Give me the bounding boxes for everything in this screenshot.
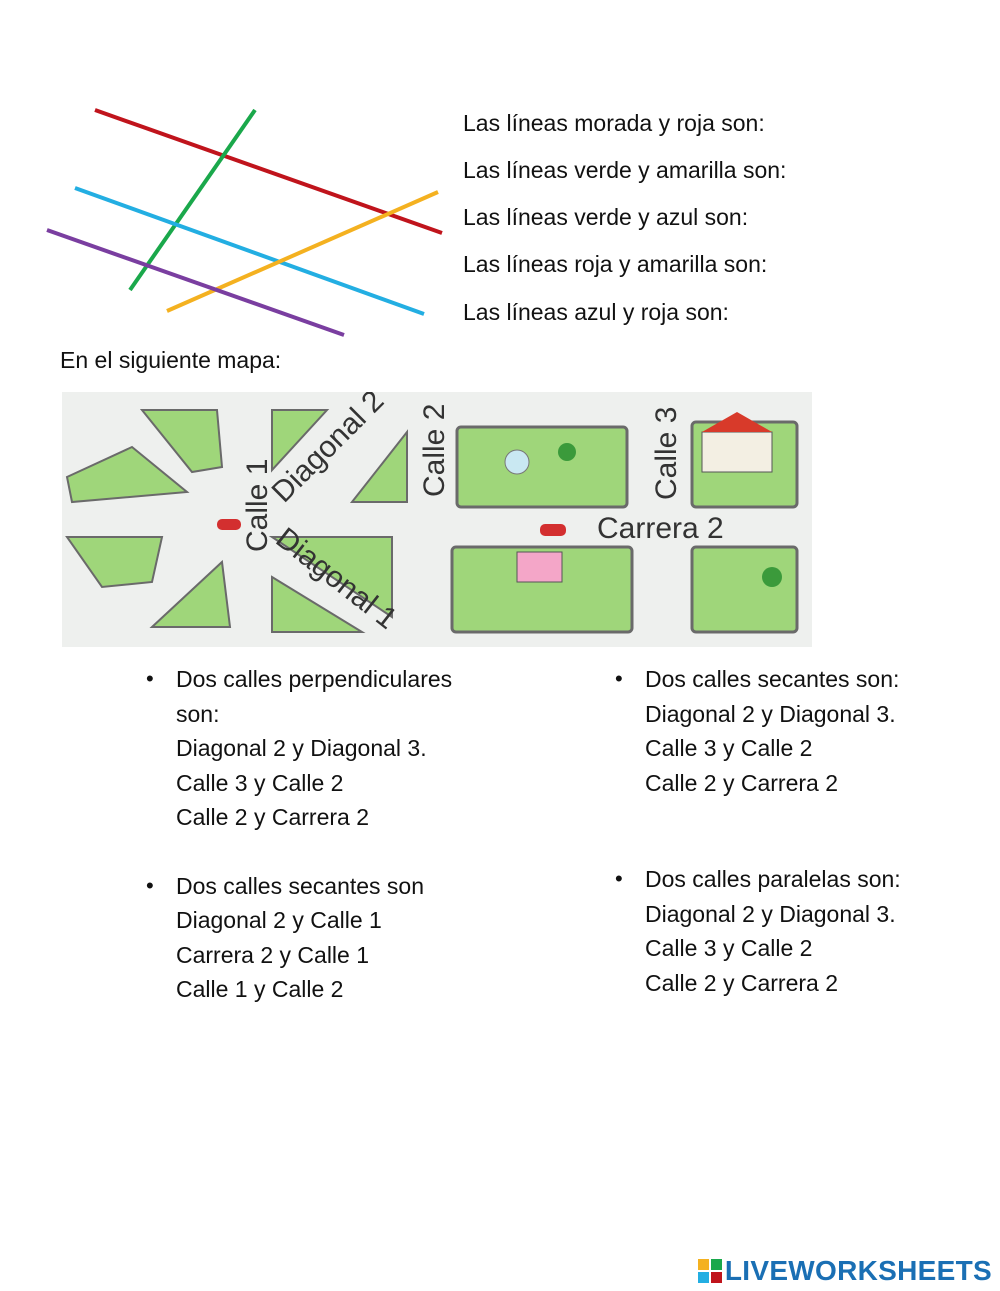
blue-line bbox=[74, 186, 425, 316]
yellow-line bbox=[166, 190, 439, 313]
car-icon bbox=[217, 519, 241, 530]
colored-lines-figure bbox=[46, 108, 443, 337]
question-blue-red: Las líneas azul y roja son: bbox=[463, 299, 729, 325]
map-block bbox=[268, 536, 393, 619]
purple-line bbox=[46, 228, 345, 337]
list-item: Dos calles perpendiculares son: Diagonal… bbox=[146, 662, 452, 835]
map-block bbox=[65, 536, 164, 589]
map-block bbox=[271, 575, 366, 633]
fountain-icon bbox=[504, 449, 530, 475]
list-item: Dos calles secantes son: Diagonal 2 y Di… bbox=[615, 662, 901, 800]
list-item: Dos calles secantes son Diagonal 2 y Cal… bbox=[146, 869, 452, 1007]
list-item: Dos calles paralelas son: Diagonal 2 y D… bbox=[615, 862, 901, 1000]
map-intro: En el siguiente mapa: bbox=[60, 347, 282, 373]
street-label-calle-3: Calle 3 bbox=[650, 407, 683, 500]
map-block bbox=[149, 559, 232, 628]
brand-name: LIVEWORKSHEETS bbox=[724, 1255, 992, 1286]
liveworksheets-logo: LIVEWORKSHEETS bbox=[697, 1254, 992, 1288]
street-label-calle-2: Calle 2 bbox=[418, 404, 451, 497]
map-block bbox=[349, 429, 408, 503]
street-label-carrera-2: Carrera 2 bbox=[597, 512, 724, 545]
map-block bbox=[65, 445, 190, 504]
liveworksheets-icon bbox=[697, 1259, 722, 1283]
house-roof-icon bbox=[702, 412, 772, 432]
house-icon bbox=[701, 431, 773, 473]
map-block bbox=[271, 409, 330, 473]
question-green-yellow: Las líneas verde y amarilla son: bbox=[463, 157, 787, 183]
map-block bbox=[455, 425, 629, 509]
map-block bbox=[690, 545, 799, 634]
tree-icon bbox=[558, 443, 576, 461]
red-line bbox=[94, 108, 443, 235]
right-question-list: Dos calles secantes son: Diagonal 2 y Di… bbox=[615, 662, 901, 1034]
green-line bbox=[128, 108, 257, 292]
street-map: Diagonal 2 Calle 2 Calle 3 Calle 1 Carre… bbox=[62, 392, 812, 647]
tree-icon bbox=[762, 567, 782, 587]
car-icon bbox=[540, 524, 566, 536]
map-block bbox=[450, 545, 634, 634]
question-purple-red: Las líneas morada y roja son: bbox=[463, 110, 765, 136]
street-label-calle-1: Calle 1 bbox=[241, 459, 274, 552]
question-red-yellow: Las líneas roja y amarilla son: bbox=[463, 251, 768, 277]
left-question-list: Dos calles perpendiculares son: Diagonal… bbox=[146, 662, 452, 1041]
house-icon bbox=[516, 551, 563, 583]
question-green-blue: Las líneas verde y azul son: bbox=[463, 204, 749, 230]
map-block bbox=[139, 409, 224, 474]
